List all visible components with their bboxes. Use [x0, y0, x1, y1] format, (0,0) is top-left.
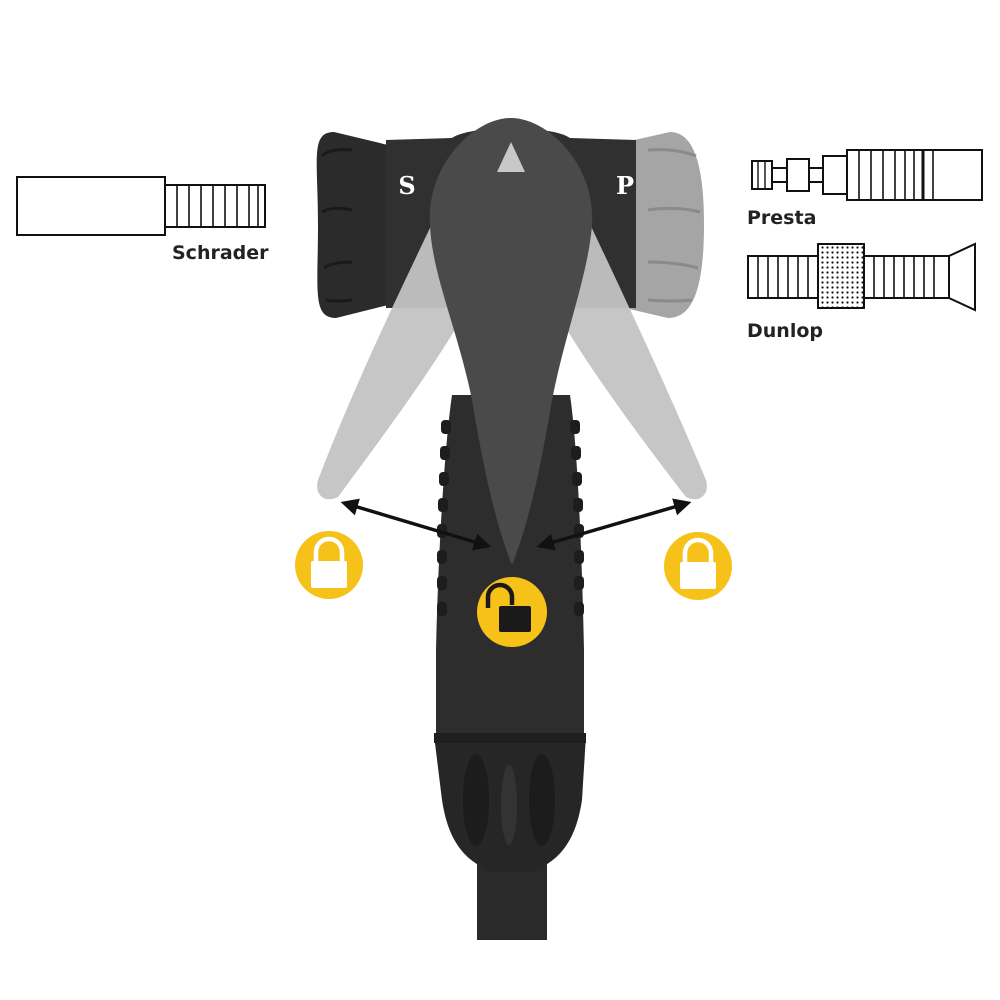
- left-lever-arrow: [340, 498, 492, 551]
- lock-open-center-icon: [477, 577, 547, 647]
- pump-body: [434, 395, 586, 872]
- presta-side-letter: P: [616, 171, 634, 200]
- lever-ghost-right: [550, 190, 707, 500]
- lock-closed-left-icon: [295, 531, 363, 599]
- presta-valve-icon: [751, 149, 983, 201]
- lever-ghost-left: [317, 190, 472, 500]
- lever-main[interactable]: [429, 118, 593, 565]
- schrader-label: Schrader: [172, 242, 269, 264]
- presta-label: Presta: [747, 207, 817, 229]
- lock-closed-right-icon: [664, 532, 732, 600]
- dunlop-valve-icon: [747, 242, 976, 312]
- dunlop-label: Dunlop: [747, 320, 823, 342]
- schrader-side-letter: S: [398, 171, 415, 200]
- lever-arrow-marker-icon: [497, 142, 525, 172]
- schrader-side-knob: [316, 132, 388, 318]
- right-lever-arrow: [536, 498, 692, 551]
- schrader-valve-icon: [16, 176, 266, 236]
